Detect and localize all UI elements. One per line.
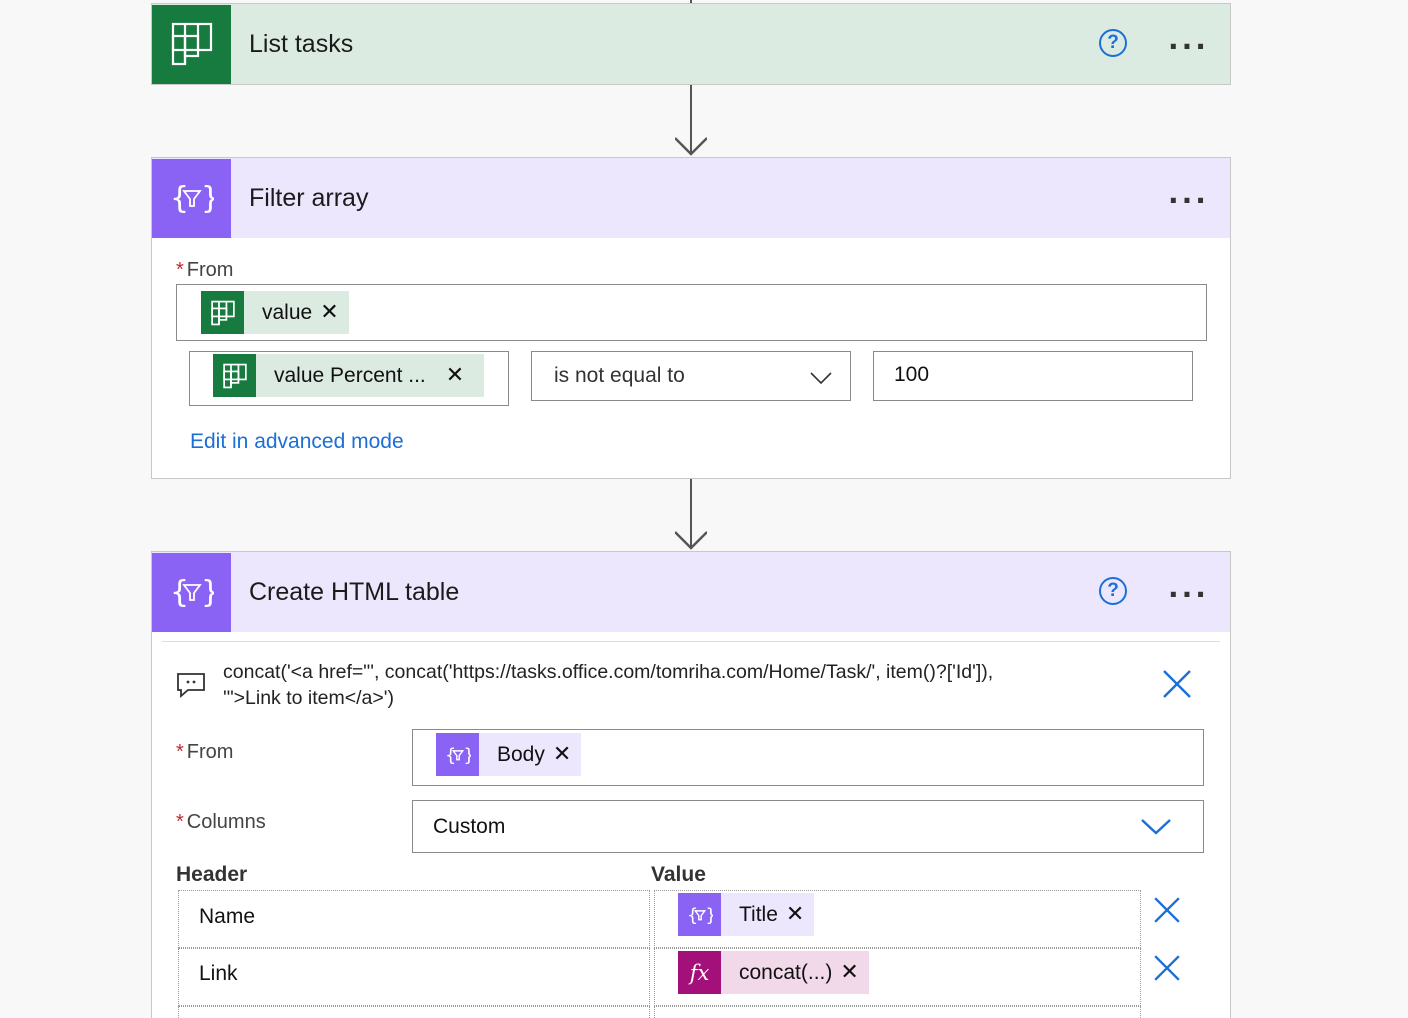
comment-icon: [177, 673, 205, 698]
filter-braces-icon: { }: [152, 158, 231, 238]
columns-value: Custom: [433, 815, 506, 838]
flow-connector-arrow: [675, 479, 707, 552]
token-label: concat(...): [739, 960, 833, 984]
value-column-title: Value: [651, 863, 706, 886]
svg-text:{: {: [170, 575, 189, 610]
delete-row-icon[interactable]: [1153, 954, 1181, 982]
help-icon[interactable]: ?: [1099, 29, 1127, 57]
value-percent-token[interactable]: value Percent ... ✕: [213, 354, 484, 397]
from-label: *From: [176, 259, 234, 281]
title-token[interactable]: { } Title ✕: [678, 893, 815, 936]
flow-connector-arrow: [675, 85, 707, 158]
chevron-down-icon: [810, 372, 832, 384]
svg-text:}: }: [463, 745, 471, 765]
list-tasks-card[interactable]: List tasks ? ...: [151, 3, 1231, 85]
required-asterisk: *: [176, 811, 184, 833]
planner-icon: [201, 291, 244, 334]
remove-token-icon[interactable]: ✕: [552, 742, 572, 767]
from-input[interactable]: { } Body ✕: [412, 729, 1204, 786]
delete-row-icon[interactable]: [1153, 896, 1181, 924]
header-column-title: Header: [176, 863, 248, 886]
header-cell[interactable]: [178, 1006, 650, 1018]
help-icon[interactable]: ?: [1099, 577, 1127, 605]
value-cell[interactable]: { } Title ✕: [654, 890, 1141, 948]
value-cell[interactable]: [654, 1006, 1141, 1018]
columns-select[interactable]: Custom: [412, 800, 1204, 853]
close-icon[interactable]: [1162, 669, 1192, 699]
svg-text:}: }: [201, 181, 214, 216]
token-label: value Percent ...: [274, 363, 426, 387]
condition-left-operand[interactable]: value Percent ... ✕: [189, 351, 509, 406]
divider: [162, 641, 1220, 642]
filter-array-card[interactable]: { } Filter array ... *From value ✕ value…: [151, 157, 1231, 479]
from-label: *From: [176, 741, 234, 763]
expression-line: '">Link to item</a>'): [223, 687, 394, 709]
body-token[interactable]: { } Body ✕: [436, 733, 582, 776]
from-input[interactable]: value ✕: [176, 284, 1207, 341]
svg-text:}: }: [201, 575, 214, 610]
value-cell[interactable]: fx concat(...) ✕: [654, 948, 1141, 1006]
header-cell[interactable]: Name: [178, 890, 650, 948]
token-label: value: [262, 300, 313, 324]
filter-braces-icon: { }: [436, 733, 479, 776]
required-asterisk: *: [176, 741, 184, 763]
list-tasks-title: List tasks: [249, 29, 354, 58]
concat-expression-token[interactable]: fx concat(...) ✕: [678, 951, 869, 994]
more-options-icon[interactable]: ...: [1168, 23, 1209, 56]
chevron-down-icon: [1141, 819, 1171, 835]
more-options-icon[interactable]: ...: [1168, 177, 1209, 210]
top-connector: [690, 0, 692, 3]
filter-array-header[interactable]: { } Filter array ...: [152, 158, 1230, 238]
expression-preview: concat('<a href="', concat('https://task…: [223, 659, 1123, 711]
condition-operator-select[interactable]: is not equal to: [531, 351, 851, 401]
value-token[interactable]: value ✕: [201, 291, 349, 334]
planner-icon: [213, 354, 256, 397]
remove-token-icon[interactable]: ✕: [785, 902, 805, 927]
header-cell-text: Link: [199, 962, 238, 985]
remove-token-icon[interactable]: ✕: [840, 960, 859, 985]
filter-braces-icon: { }: [152, 552, 231, 632]
create-html-table-header[interactable]: { } Create HTML table ? ...: [152, 552, 1230, 632]
remove-token-icon[interactable]: ✕: [445, 363, 465, 388]
header-cell-text: Name: [199, 905, 256, 928]
columns-label: *Columns: [176, 811, 266, 833]
filter-array-title: Filter array: [249, 183, 369, 212]
token-label: Body: [497, 742, 545, 766]
expression-line: concat('<a href="', concat('https://task…: [223, 661, 994, 683]
create-html-table-title: Create HTML table: [249, 577, 460, 606]
header-cell[interactable]: Link: [178, 948, 650, 1006]
svg-text:}: }: [705, 905, 713, 925]
remove-token-icon[interactable]: ✕: [320, 300, 339, 325]
svg-text:{: {: [687, 905, 698, 925]
filter-braces-icon: { }: [678, 893, 721, 936]
svg-text:{: {: [445, 745, 456, 765]
condition-right-operand[interactable]: 100: [873, 351, 1193, 401]
required-asterisk: *: [176, 259, 184, 281]
right-value: 100: [894, 363, 930, 386]
svg-text:{: {: [170, 181, 189, 216]
operator-value: is not equal to: [554, 364, 685, 387]
token-label: Title: [739, 902, 778, 926]
planner-icon: [152, 4, 231, 84]
create-html-table-card[interactable]: { } Create HTML table ? ... concat('<a h…: [151, 551, 1231, 1018]
edit-advanced-mode-link[interactable]: Edit in advanced mode: [190, 430, 404, 453]
function-fx-icon: fx: [678, 951, 721, 994]
more-options-icon[interactable]: ...: [1168, 571, 1209, 604]
list-tasks-header[interactable]: List tasks ? ...: [152, 4, 1230, 84]
